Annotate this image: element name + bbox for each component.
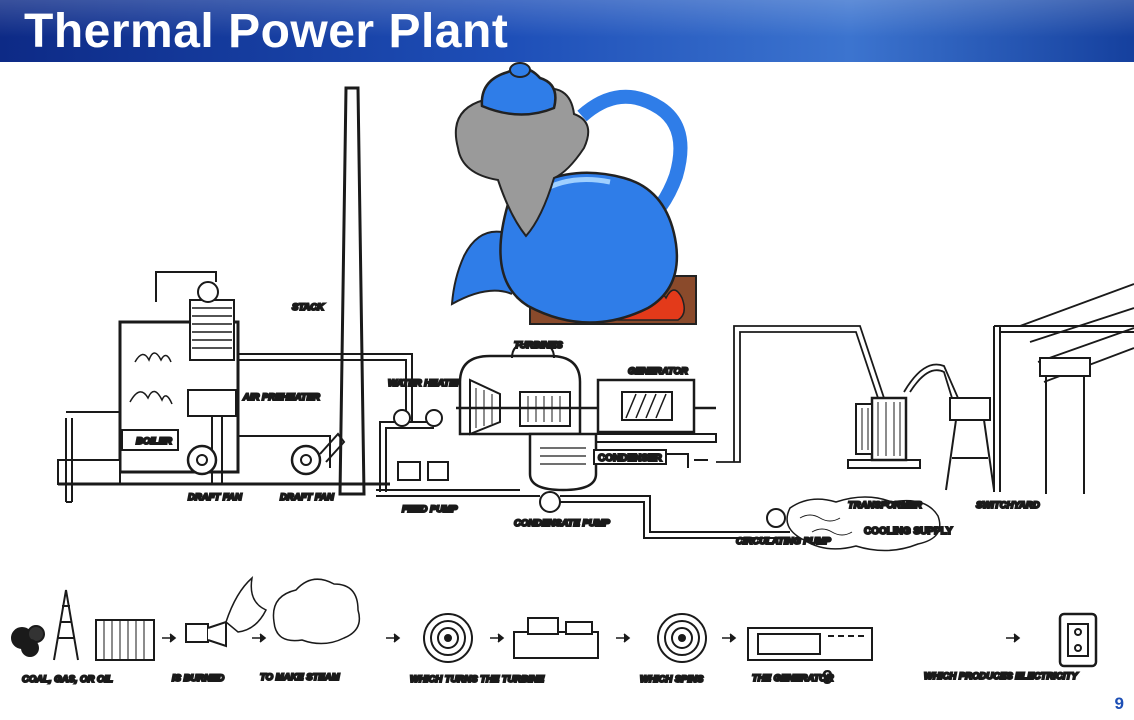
- generator-unit: [587, 378, 717, 443]
- transformer-unit: [847, 396, 921, 469]
- fuel-tank-icon: [95, 619, 155, 661]
- label-turbines: TURBINES: [514, 340, 563, 351]
- process-strip: COAL, GAS, OR OIL IS BURNED TO MAKE STEA…: [11, 576, 1098, 689]
- label-air-preheater: AIR PREHEATER: [242, 392, 320, 403]
- boiler-building: [57, 271, 390, 486]
- step-turbine: WHICH TURNS THE TURBINE: [410, 674, 545, 685]
- slide-title: Thermal Power Plant: [24, 5, 509, 58]
- power-outlet-icon: [1058, 612, 1098, 668]
- kettle-clipart-icon: [388, 62, 796, 325]
- label-condenser: CONDENSER: [598, 453, 663, 464]
- label-stack: STACK: [292, 302, 325, 313]
- switchyard-structure: [945, 283, 1134, 494]
- turbine-machine-icon: [513, 617, 599, 659]
- turbine-assembly: [456, 343, 716, 436]
- turbine-coil-icon: [423, 613, 473, 663]
- step-burned: IS BURNED: [172, 673, 224, 684]
- label-generator: GENERATOR: [628, 366, 688, 377]
- condenser-unit: [520, 432, 790, 539]
- step-spins: WHICH SPINS: [640, 674, 704, 685]
- label-circulating-pump: CIRCULATING PUMP: [736, 536, 831, 547]
- label-draft-fan-2: DRAFT FAN: [280, 492, 335, 503]
- overlay-number: 9: [822, 667, 833, 689]
- step-electricity: WHICH PRODUCES ELECTRICITY: [924, 671, 1079, 682]
- step-steam: TO MAKE STEAM: [260, 672, 341, 683]
- water-heater: [393, 409, 449, 481]
- burner-flame-icon: [185, 576, 268, 648]
- circulating-pump: [666, 453, 786, 528]
- process-arrows: [162, 633, 1021, 643]
- label-feed-pump: FEED PUMP: [402, 504, 458, 515]
- label-switchyard: SWITCHYARD: [976, 500, 1040, 511]
- label-transformer: TRANSFORMER: [848, 500, 922, 511]
- label-cooling-supply: COOLING SUPPLY: [864, 526, 953, 537]
- label-water-heater: WATER HEATER: [388, 378, 463, 389]
- generator-coil-icon: [657, 613, 707, 663]
- step-fuel: COAL, GAS, OR OIL: [22, 674, 113, 685]
- label-boiler: BOILER: [136, 436, 172, 447]
- generator-machine-icon: [747, 627, 873, 661]
- page-number: 9: [1114, 694, 1124, 713]
- title-banner: [0, 0, 1134, 62]
- label-draft-fan-1: DRAFT FAN: [188, 492, 243, 503]
- cooling-supply-pond: [786, 496, 941, 552]
- steam-cloud-icon: [272, 578, 361, 645]
- stack-chimney: [338, 86, 366, 496]
- step-generator: THE GENERATOR: [752, 673, 834, 684]
- label-condensate-pump: CONDENSATE PUMP: [514, 518, 611, 529]
- draft-fan-2: [290, 432, 346, 476]
- coal-lump-icon: [11, 625, 45, 657]
- draft-fan-1: [186, 444, 218, 476]
- title-banner-shine: [0, 0, 1134, 62]
- power-plant-diagram: STACK BOILER AIR PREHEATER: [11, 62, 1134, 689]
- oil-derrick-icon: [53, 589, 79, 661]
